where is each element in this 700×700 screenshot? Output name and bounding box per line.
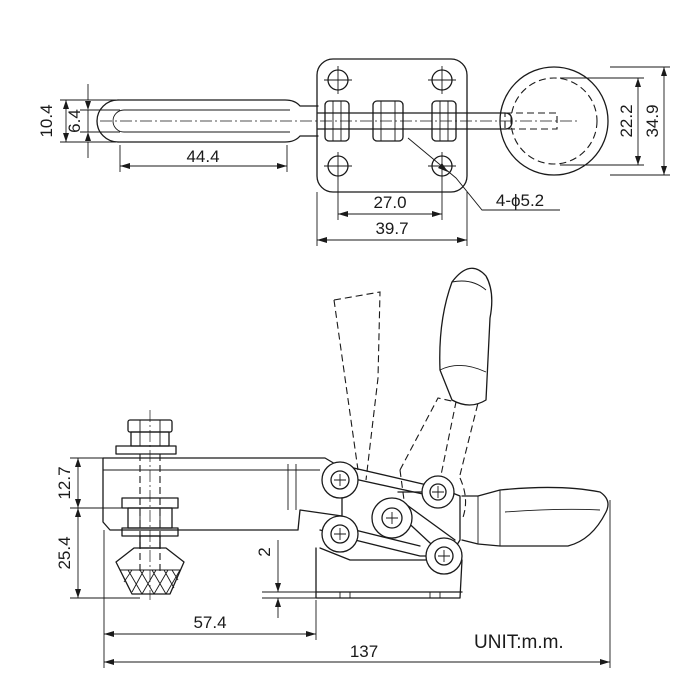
dim-circle-heights: 22.2 34.9 [560, 66, 670, 176]
dim-hole-callout-label: 4-ϕ5.2 [496, 191, 544, 210]
dim-base-width-label: 39.7 [375, 219, 408, 238]
base-bracket [315, 547, 463, 599]
side-view: 12.7 25.4 2 57.4 137 [55, 267, 611, 668]
top-view: 44.4 10.4 6.4 27.0 39.7 4-ϕ5.2 [37, 58, 670, 246]
dim-arm-height-label: 12.7 [55, 466, 74, 499]
closed-handle [461, 486, 609, 547]
dim-circle-inner-label: 22.2 [617, 104, 636, 137]
dim-base-width: 39.7 [316, 192, 468, 246]
unit-label: UNIT:m.m. [474, 632, 564, 653]
open-position-outline [333, 267, 493, 521]
pivot-pins [321, 461, 463, 575]
mounting-holes [324, 66, 456, 180]
dim-gap-label: 2 [255, 547, 274, 556]
dim-handle-inner-label: 6.4 [65, 109, 84, 133]
dim-circle-outer-label: 34.9 [643, 104, 662, 137]
dim-overall-length-label: 137 [350, 642, 378, 661]
dim-spindle-height-label: 25.4 [55, 536, 74, 569]
dim-gap: 2 [255, 540, 316, 618]
top-view-base-plate [316, 58, 468, 193]
spindle-pad-circle [499, 66, 609, 176]
top-view-linkage [317, 100, 558, 142]
dim-hole-spacing: 27.0 [337, 180, 443, 220]
clamp-arm [102, 457, 343, 531]
dim-handle-outer-label: 10.4 [37, 104, 56, 137]
dim-overall-length: 137 [104, 500, 611, 668]
dim-spindle-offset-label: 57.4 [193, 613, 226, 632]
dim-handle-length-label: 44.4 [186, 147, 219, 166]
spindle-bolt [115, 410, 179, 600]
dim-arm-heights: 12.7 25.4 [55, 457, 140, 599]
top-view-handle [96, 99, 580, 143]
dim-handle-length: 44.4 [119, 145, 288, 172]
spindle-tip [115, 547, 185, 595]
dim-handle-width: 10.4 6.4 [37, 84, 120, 158]
dim-hole-callout: 4-ϕ5.2 [407, 137, 560, 211]
dim-spindle-offset: 57.4 [103, 530, 317, 668]
dim-hole-spacing-label: 27.0 [373, 193, 406, 212]
